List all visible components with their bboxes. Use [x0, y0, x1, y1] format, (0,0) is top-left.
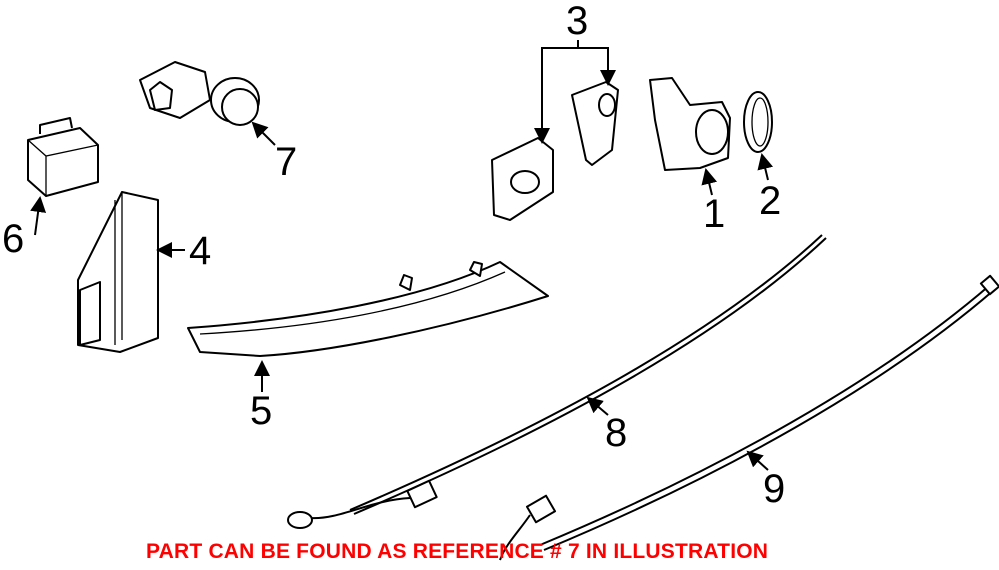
callout-6: 6 — [2, 217, 24, 261]
part-4-module — [77, 191, 185, 353]
callout-7: 7 — [275, 140, 297, 184]
callout-4: 4 — [189, 229, 211, 273]
part-1-housing — [649, 77, 731, 196]
reference-notice: PART CAN BE FOUND AS REFERENCE # 7 IN IL… — [146, 540, 769, 563]
part-6-module — [27, 117, 99, 236]
part-3-brackets — [491, 40, 619, 221]
part-8-harness — [287, 234, 827, 529]
callout-5: 5 — [250, 389, 272, 433]
callout-9: 9 — [763, 467, 785, 511]
callout-3: 3 — [566, 0, 588, 43]
callout-8: 8 — [605, 411, 627, 455]
callout-2: 2 — [759, 179, 781, 223]
part-7-sensor — [139, 61, 276, 146]
part-2-ring — [743, 91, 774, 181]
callout-1: 1 — [703, 192, 725, 236]
part-9-harness — [499, 274, 999, 561]
part-5-trim — [187, 261, 549, 392]
